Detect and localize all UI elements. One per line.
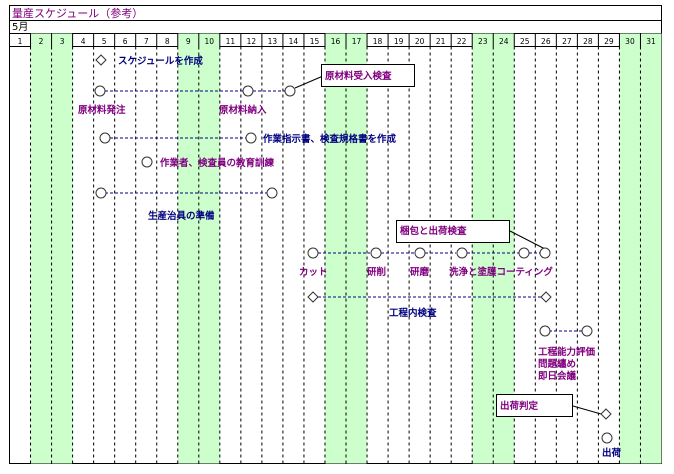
label-polish: 研磨 xyxy=(410,266,430,278)
milestone-fixtures-end xyxy=(266,187,278,199)
day-header-cell: 16 xyxy=(331,37,341,46)
day-header-cell: 30 xyxy=(625,37,635,46)
day-header-cell: 8 xyxy=(165,37,170,46)
weekend-column-bg xyxy=(472,33,494,464)
label-judgement: 出荷判定 xyxy=(500,400,539,412)
milestone-grind xyxy=(370,247,382,259)
label-inprocess: 工程内検査 xyxy=(389,307,437,319)
weekend-column-bg xyxy=(324,33,347,464)
weekend-column-bg xyxy=(619,33,641,464)
milestone-capability-start xyxy=(539,325,551,337)
milestone-judgement-diamond xyxy=(600,408,612,420)
milestone-training xyxy=(141,156,153,168)
day-header-cell: 22 xyxy=(457,37,467,46)
label-delivery: 原材料納入 xyxy=(219,104,267,116)
label-wash-coating: 洗浄と塗膜コーティング xyxy=(449,266,553,278)
day-header-cell: 17 xyxy=(352,37,362,46)
day-header-cell: 13 xyxy=(268,37,278,46)
day-header-cell: 11 xyxy=(226,37,236,46)
day-header-cell: 14 xyxy=(289,37,299,46)
label-capability-1: 工程能力評価 xyxy=(538,346,596,358)
day-header-cell: 24 xyxy=(499,37,509,46)
label-capability-2: 問題纏め xyxy=(538,358,576,370)
milestones xyxy=(94,85,613,444)
day-header-cell: 1 xyxy=(18,37,23,46)
milestone-inprocess-start-diamond xyxy=(307,291,319,303)
day-column-backgrounds xyxy=(30,33,662,464)
day-header-cell: 15 xyxy=(310,37,320,46)
milestone-wash xyxy=(456,247,468,259)
connector-lines xyxy=(105,90,582,332)
callout-judgement-box xyxy=(496,394,573,417)
milestone-packing xyxy=(539,247,551,259)
day-header-cell: 7 xyxy=(144,37,149,46)
task-labels: スケジュールを作成 原材料発注 原材料納入 原材料受入検査 作業指示書、検査規格… xyxy=(78,55,622,459)
day-header-cell: 12 xyxy=(247,37,257,46)
label-cut: カット xyxy=(299,267,328,278)
pointer-packing xyxy=(509,230,548,251)
day-header-cell: 19 xyxy=(394,37,404,46)
pointer-incoming xyxy=(294,75,324,89)
label-fixtures: 生産治具の準備 xyxy=(148,210,215,222)
day-header-cell: 28 xyxy=(583,37,593,46)
day-header-cell: 23 xyxy=(478,37,488,46)
label-training: 作業者、検査員の教育訓練 xyxy=(160,157,275,169)
day-header-cell: 3 xyxy=(60,37,65,46)
day-header-cell: 4 xyxy=(81,37,86,46)
day-header-cell: 20 xyxy=(415,37,425,46)
milestone-cut xyxy=(307,247,319,259)
milestone-plan-diamond xyxy=(95,54,107,66)
weekend-column-bg xyxy=(51,33,73,464)
day-header-cell: 5 xyxy=(102,37,107,46)
milestone-polish xyxy=(414,247,426,259)
label-capability-3: 即日会議 xyxy=(538,370,577,382)
callout-pointers xyxy=(294,75,602,415)
day-header-cell: 25 xyxy=(520,37,530,46)
label-order: 原材料発注 xyxy=(78,104,126,116)
weekend-column-bg xyxy=(177,33,199,464)
callout-boxes xyxy=(321,64,573,417)
milestone-docs-start xyxy=(99,132,111,144)
milestone-ship xyxy=(601,432,613,444)
day-grid-lines xyxy=(30,33,641,464)
label-grind: 研削 xyxy=(367,266,386,278)
day-header-cell: 6 xyxy=(123,37,128,46)
milestone-incoming xyxy=(284,85,296,97)
weekend-column-bg xyxy=(30,33,52,464)
page-title: 量産スケジュール（参考） xyxy=(12,6,143,20)
day-header-cell: 21 xyxy=(436,37,446,46)
label-docs: 作業指示書、検査規格書を作成 xyxy=(263,133,397,145)
day-header-cell: 18 xyxy=(373,37,383,46)
label-incoming: 原材料受入検査 xyxy=(325,70,392,82)
milestone-docs-end xyxy=(245,132,257,144)
milestone-delivery xyxy=(242,85,254,97)
day-header-cell: 9 xyxy=(186,37,191,46)
weekend-column-bg xyxy=(493,33,515,464)
milestone-coating xyxy=(518,247,530,259)
weekend-column-bg xyxy=(198,33,220,464)
label-plan: スケジュールを作成 xyxy=(118,55,203,67)
milestone-capability-end xyxy=(581,325,593,337)
label-ship: 出荷 xyxy=(602,447,622,459)
day-header-cell: 29 xyxy=(604,37,614,46)
weekend-column-bg xyxy=(346,33,368,464)
milestone-order xyxy=(94,85,106,97)
callout-packing-box xyxy=(396,220,510,243)
label-packing: 梱包と出荷検査 xyxy=(400,225,467,237)
day-header-cell: 27 xyxy=(562,37,572,46)
day-header-cell: 31 xyxy=(646,37,656,46)
callout-incoming-box xyxy=(321,64,415,87)
milestone-inprocess-end-diamond xyxy=(540,291,552,303)
day-header-cell: 10 xyxy=(205,37,215,46)
milestone-fixtures-start xyxy=(95,187,107,199)
weekend-column-bg xyxy=(640,33,662,464)
day-header-cell: 2 xyxy=(39,37,44,46)
month-label: 5月 xyxy=(12,21,28,33)
pointer-judgement xyxy=(572,405,602,415)
day-header-cell: 26 xyxy=(541,37,551,46)
diamond-milestones xyxy=(95,54,612,420)
